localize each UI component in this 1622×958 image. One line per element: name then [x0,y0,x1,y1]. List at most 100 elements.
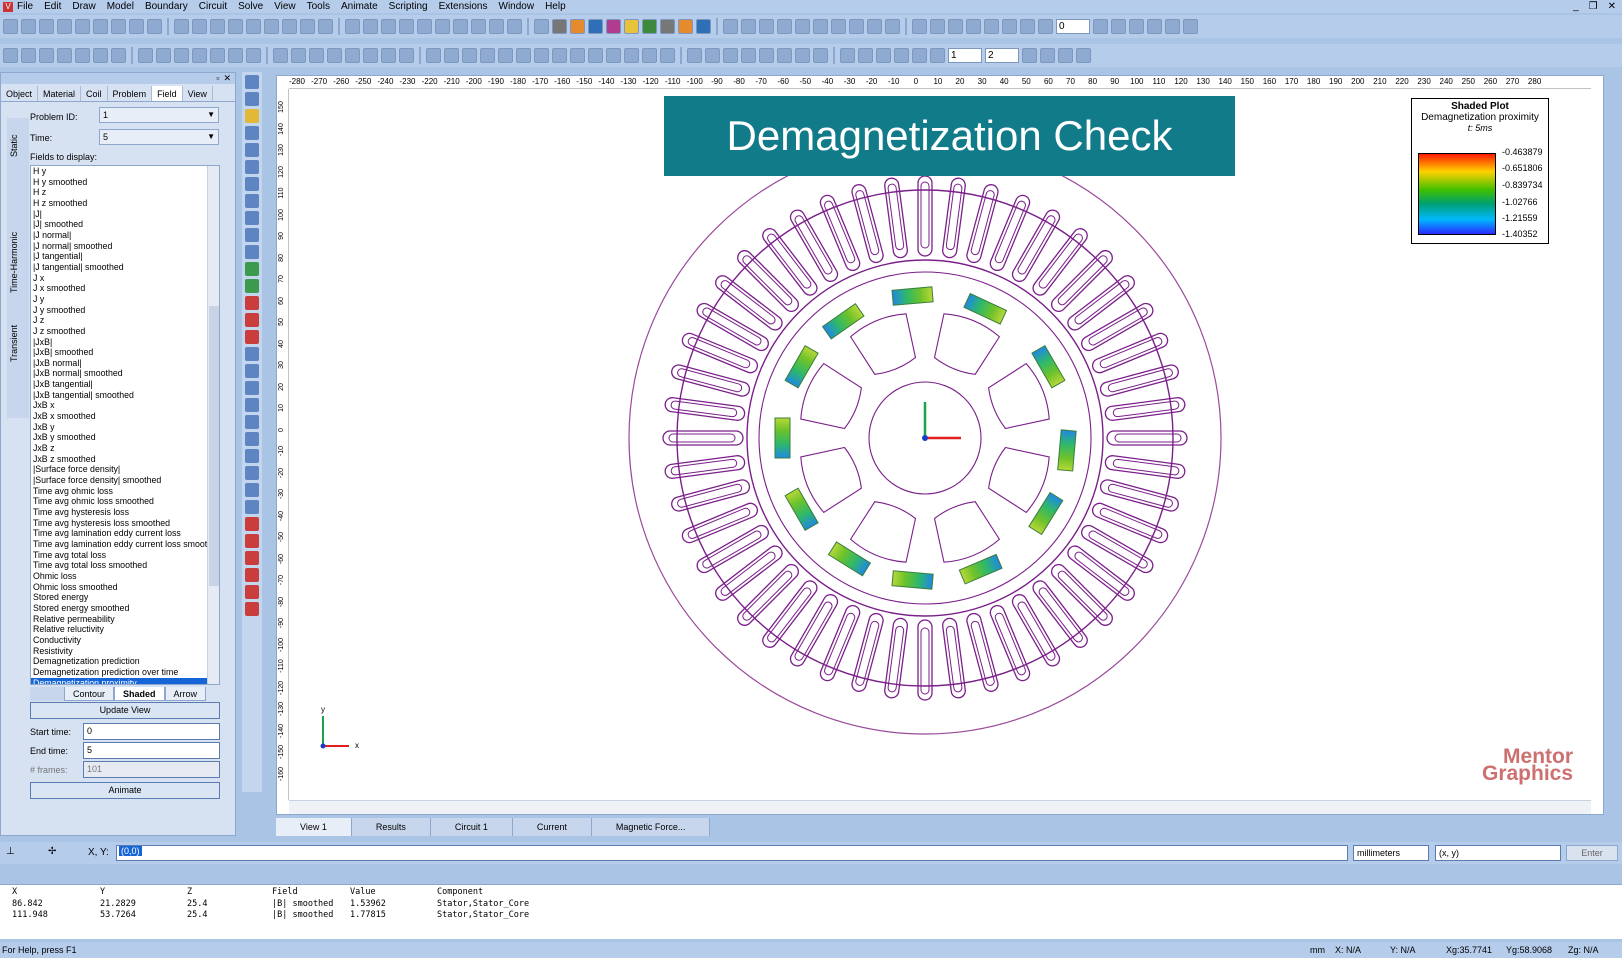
toolbar-button-icon[interactable] [39,19,54,34]
toolbar-button-icon[interactable] [489,19,504,34]
toolbar-button-icon[interactable] [624,19,639,34]
tool-icon[interactable] [245,585,259,599]
pin-icon[interactable]: ▫ [216,73,220,83]
menu-item-animate[interactable]: Animate [340,1,378,12]
tool-icon[interactable] [245,228,259,242]
field-list-item[interactable]: Ohmic loss [33,570,77,581]
toolbar-button-icon[interactable] [642,19,657,34]
toolbar-button-icon[interactable] [363,19,378,34]
tool-icon[interactable] [245,517,259,531]
tool-icon[interactable] [245,279,259,293]
snap-icon[interactable]: ⊥ [6,846,15,857]
toolbar-button-icon[interactable] [552,19,567,34]
spinner-b[interactable]: 2 [985,48,1019,63]
tab-object[interactable]: Object [1,86,39,101]
field-list-item[interactable]: J z smoothed [33,325,86,336]
toolbar-button-icon[interactable] [3,48,18,63]
toolbar-button-icon[interactable] [210,19,225,34]
toolbar-button-icon[interactable] [1165,19,1180,34]
field-list-item[interactable]: H z smoothed [33,197,88,208]
toolbar-button-icon[interactable] [741,19,756,34]
field-list-item[interactable]: J y smoothed [33,304,86,315]
toolbar-button-icon[interactable] [426,48,441,63]
toolbar-button-icon[interactable] [696,19,711,34]
field-list-item[interactable]: J x smoothed [33,283,86,294]
restore-icon[interactable]: ❐ [1588,1,1598,12]
toolbar-button-icon[interactable] [777,48,792,63]
tool-icon[interactable] [245,211,259,225]
toolbar-button-icon[interactable] [1022,48,1037,63]
tool-icon[interactable] [245,245,259,259]
field-list-item[interactable]: |JxB normal| [33,357,82,368]
field-list-item[interactable]: JxB z smoothed [33,453,96,464]
start-time-input[interactable]: 0 [83,723,220,740]
toolbar-button-icon[interactable] [813,48,828,63]
toolbar-button-icon[interactable] [912,19,927,34]
toolbar-button-icon[interactable] [813,19,828,34]
toolbar-button-icon[interactable] [264,19,279,34]
toolbar-button-icon[interactable] [885,19,900,34]
tab-shaded[interactable]: Shaded [114,687,165,701]
toolbar-button-icon[interactable] [858,48,873,63]
field-list-item[interactable]: |Surface force density| [33,464,121,475]
tool-icon[interactable] [245,466,259,480]
toolbar-button-icon[interactable] [894,48,909,63]
model-view[interactable]: -280-270-260-250-240-230-220-210-200-190… [276,75,1604,815]
toolbar-button-icon[interactable] [741,48,756,63]
tool-icon[interactable] [245,551,259,565]
toolbar-button-icon[interactable] [1076,48,1091,63]
tab-time-harmonic[interactable]: Time-Harmonic [9,231,19,293]
toolbar-button-icon[interactable] [516,48,531,63]
field-list-item[interactable]: J z [33,315,45,326]
toolbar-button-icon[interactable] [678,19,693,34]
field-list-item[interactable]: JxB x smoothed [33,411,96,422]
menu-item-circuit[interactable]: Circuit [198,1,228,12]
spinner-a[interactable]: 1 [948,48,982,63]
tab-view-0[interactable]: View 1 [276,818,352,836]
toolbar-button-icon[interactable] [606,19,621,34]
toolbar-button-icon[interactable] [588,19,603,34]
toolbar-button-icon[interactable] [705,48,720,63]
toolbar-button-icon[interactable] [795,48,810,63]
toolbar-button-icon[interactable] [759,48,774,63]
toolbar-button-icon[interactable] [21,48,36,63]
field-list-item[interactable]: Stored energy [33,592,89,603]
toolbar-button-icon[interactable] [210,48,225,63]
tool-icon[interactable] [245,415,259,429]
toolbar-button-icon[interactable] [273,48,288,63]
canvas-horizontal-scrollbar[interactable] [289,800,1591,814]
toolbar-button-icon[interactable] [345,48,360,63]
field-list-item[interactable]: Time avg ohmic loss [33,485,113,496]
field-list-item[interactable]: Demagnetization prediction over time [33,666,179,677]
field-list-item[interactable]: Ohmic loss smoothed [33,581,118,592]
toolbar-button-icon[interactable] [867,19,882,34]
toolbar-button-icon[interactable] [624,48,639,63]
enter-button[interactable]: Enter [1566,845,1618,861]
tool-icon[interactable] [245,262,259,276]
close-icon[interactable]: ✕ [1607,1,1616,12]
toolbar-button-icon[interactable] [642,48,657,63]
toolbar-button-icon[interactable] [723,48,738,63]
field-list-item[interactable]: Time avg total loss [33,549,107,560]
toolbar-button-icon[interactable] [660,19,675,34]
time-select[interactable]: 5▼ [99,129,219,145]
tool-icon[interactable] [245,364,259,378]
menu-item-window[interactable]: Window [498,1,535,12]
toolbar-button-icon[interactable] [291,48,306,63]
tool-icon[interactable] [245,194,259,208]
menu-item-help[interactable]: Help [545,1,566,12]
field-list-item[interactable]: Stored energy smoothed [33,602,130,613]
tool-icon[interactable] [245,534,259,548]
toolbar-button-icon[interactable] [228,48,243,63]
tool-icon[interactable] [245,75,259,89]
toolbar-button-icon[interactable] [246,48,261,63]
toolbar-button-icon[interactable] [381,48,396,63]
tool-icon[interactable] [245,143,259,157]
toolbar-button-icon[interactable] [660,48,675,63]
toolbar-button-icon[interactable] [687,48,702,63]
field-list-item[interactable]: JxB z [33,443,55,454]
tool-icon[interactable] [245,432,259,446]
toolbar-button-icon[interactable] [876,48,891,63]
toolbar-button-icon[interactable] [156,48,171,63]
